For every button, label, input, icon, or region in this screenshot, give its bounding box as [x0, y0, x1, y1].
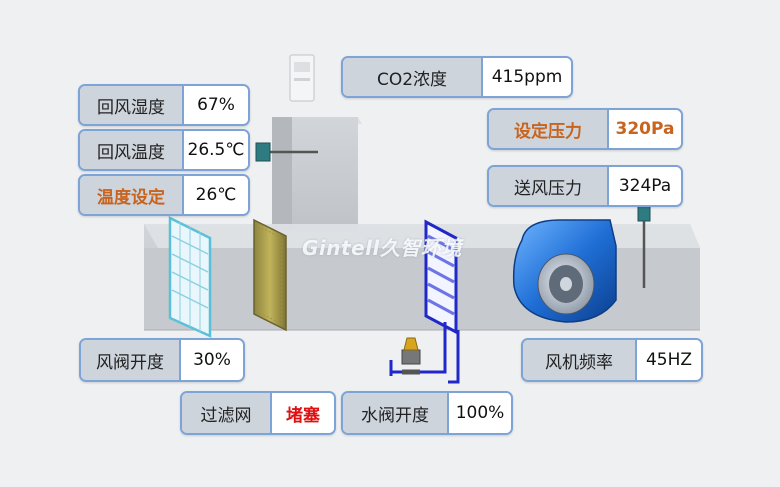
coil-icon — [424, 219, 458, 335]
damper-opening-readout: 风阀开度 30% — [79, 338, 245, 382]
panel-value: 324Pa — [607, 167, 681, 205]
supply-pressure-readout: 送风压力 324Pa — [487, 165, 683, 207]
water-valve-icon — [389, 322, 460, 384]
supply-fan-icon — [512, 219, 617, 323]
panel-label: 回风湿度 — [80, 86, 182, 124]
panel-label: 风阀开度 — [81, 340, 179, 380]
panel-label: 设定压力 — [489, 110, 607, 148]
panel-value: 26.5℃ — [182, 131, 248, 169]
panel-value[interactable]: 320Pa — [607, 110, 681, 148]
pressure-setpoint-control[interactable]: 设定压力 320Pa — [487, 108, 683, 150]
return-humidity-readout: 回风湿度 67% — [78, 84, 250, 126]
panel-value: 30% — [179, 340, 243, 380]
co2-concentration-readout: CO2浓度 415ppm — [341, 56, 573, 98]
co2-sensor-icon — [289, 54, 315, 102]
panel-value: 45HZ — [635, 340, 701, 380]
fan-frequency-readout: 风机频率 45HZ — [521, 338, 703, 382]
return-air-riser — [272, 117, 362, 231]
pressure-sensor-icon — [637, 205, 651, 288]
temperature-setpoint-control[interactable]: 温度设定 26℃ — [78, 174, 250, 216]
panel-value: 415ppm — [481, 58, 571, 96]
damper-icon — [168, 215, 212, 338]
panel-label: 送风压力 — [489, 167, 607, 205]
filter-alarm-value: 堵塞 — [270, 393, 334, 433]
water-valve-opening-readout: 水阀开度 100% — [341, 391, 513, 435]
panel-label: 回风温度 — [80, 131, 182, 169]
panel-label: 风机频率 — [523, 340, 635, 380]
panel-label: CO2浓度 — [343, 58, 481, 96]
filter-status-readout: 过滤网 堵塞 — [180, 391, 336, 435]
return-temperature-readout: 回风温度 26.5℃ — [78, 129, 250, 171]
filter-icon — [253, 218, 287, 332]
panel-value: 67% — [182, 86, 248, 124]
company-logo: Gintell久智环境 — [302, 236, 462, 260]
panel-label: 温度设定 — [80, 176, 182, 214]
temp-humidity-sensor-icon — [255, 142, 318, 162]
panel-value: 100% — [447, 393, 511, 433]
panel-label: 过滤网 — [182, 393, 270, 433]
panel-value[interactable]: 26℃ — [182, 176, 248, 214]
panel-label: 水阀开度 — [343, 393, 447, 433]
